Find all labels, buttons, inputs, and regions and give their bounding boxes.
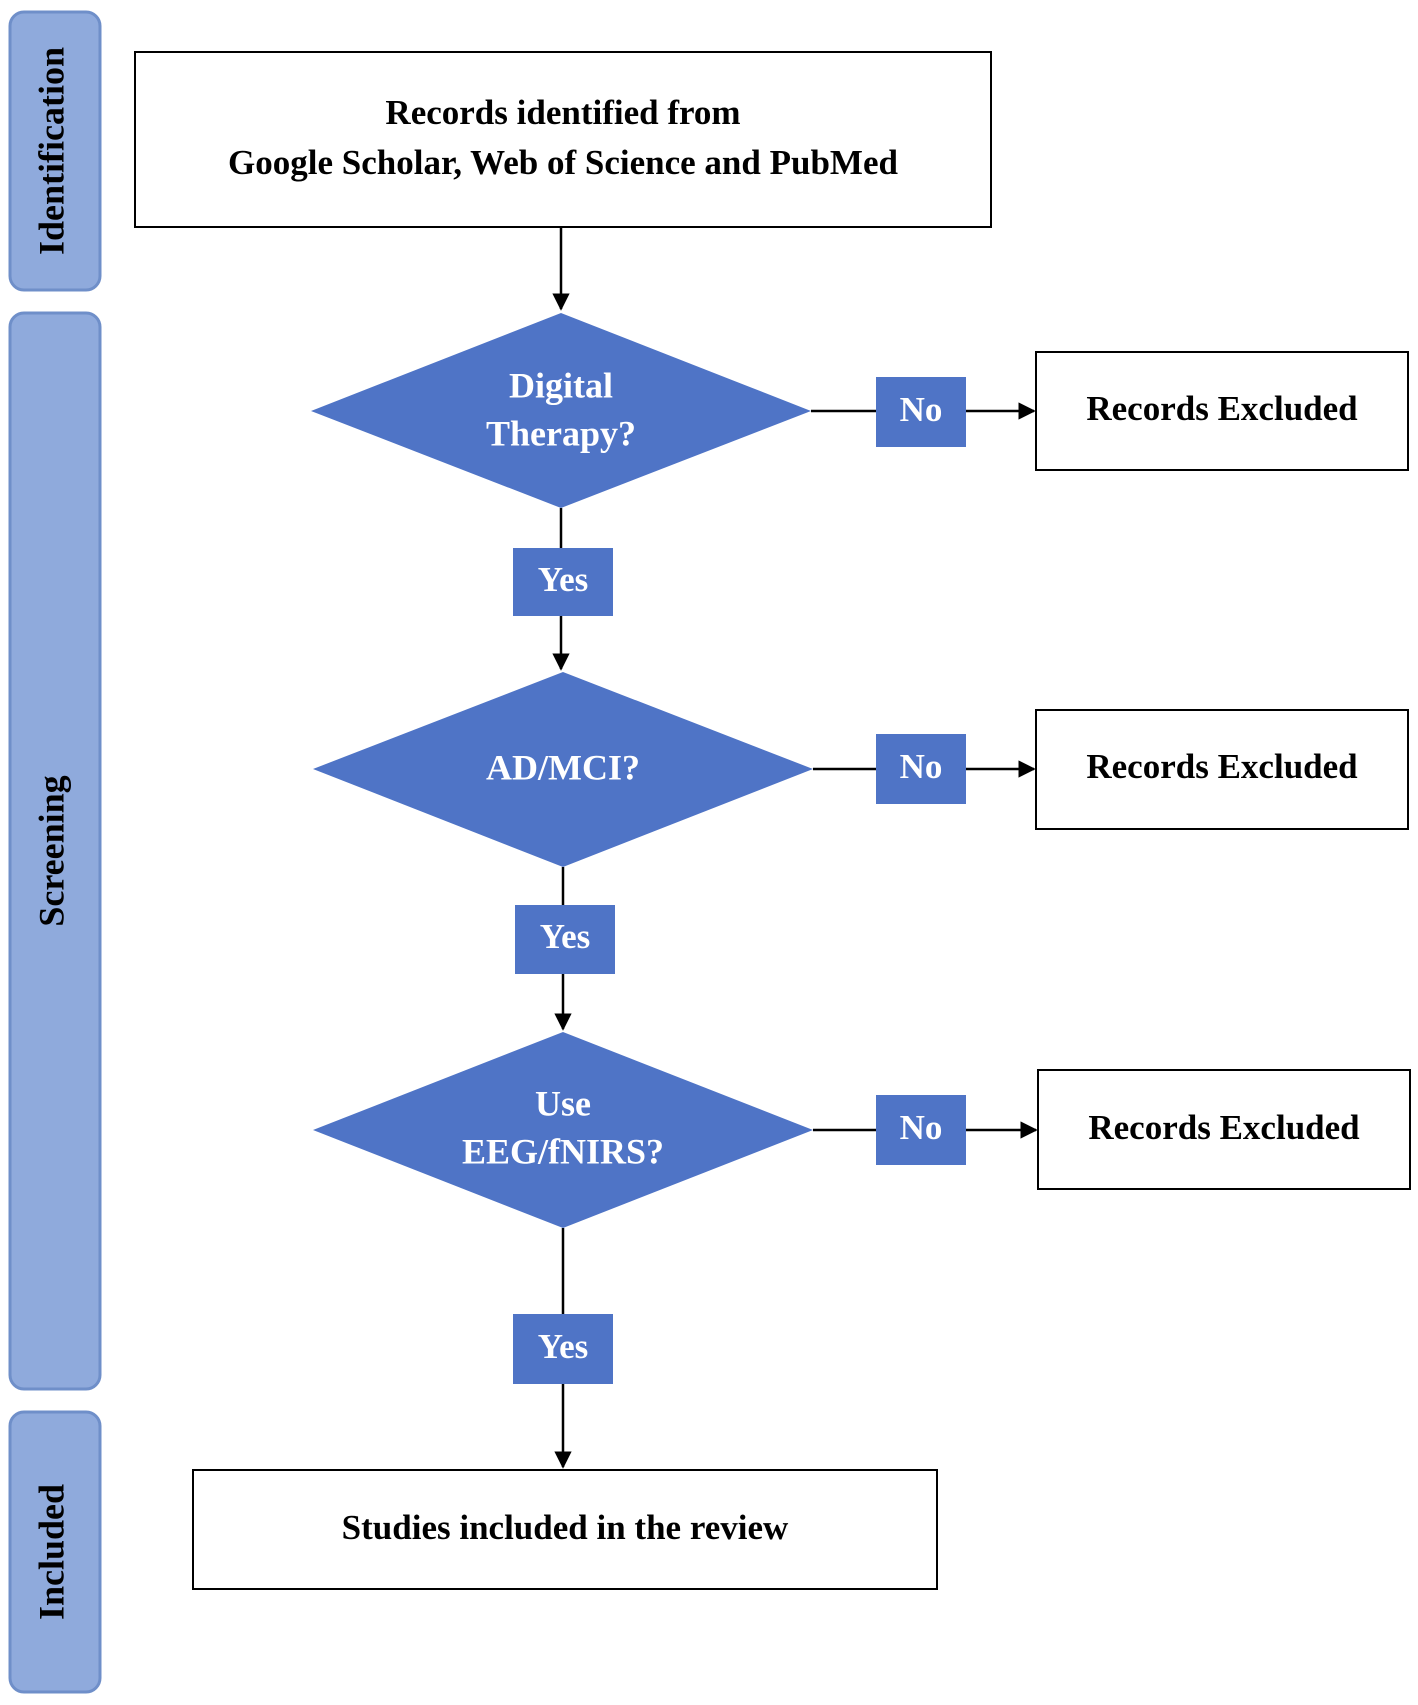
records-excluded-box-3: Records Excluded [1037, 1069, 1411, 1190]
phase-included-label: Included [31, 1484, 71, 1620]
yes-label-3-text: Yes [538, 1327, 589, 1366]
records-excluded-box-2: Records Excluded [1035, 709, 1409, 830]
decision-digital-therapy-line1: Digital [509, 365, 613, 405]
yes-label-2: Yes [515, 905, 615, 974]
decision-use-eeg-fnirs-line2: EEG/fNIRS? [462, 1131, 664, 1171]
phase-screening: Screening [8, 311, 102, 1391]
phase-identification-label: Identification [31, 47, 71, 255]
yes-label-3: Yes [513, 1314, 613, 1384]
no-label-3: No [876, 1095, 966, 1165]
yes-label-1: Yes [513, 548, 613, 616]
no-label-2: No [876, 734, 966, 804]
decision-use-eeg-fnirs: Use EEG/fNIRS? [313, 1032, 813, 1228]
no-label-3-text: No [900, 1108, 943, 1147]
decision-digital-therapy-line2: Therapy? [486, 413, 636, 453]
records-excluded-box-1: Records Excluded [1035, 351, 1409, 471]
records-excluded-box-3-text: Records Excluded [1088, 1108, 1360, 1147]
studies-included-box: Studies included in the review [192, 1469, 938, 1590]
decision-use-eeg-fnirs-line1: Use [535, 1083, 591, 1123]
studies-included-text: Studies included in the review [342, 1508, 789, 1547]
decision-ad-mci: AD/MCI? [313, 672, 813, 867]
phase-identification: Identification [8, 10, 102, 292]
records-identified-box: Records identified from Google Scholar, … [134, 51, 992, 228]
no-label-1-text: No [900, 390, 943, 429]
decision-ad-mci-line1: AD/MCI? [486, 747, 640, 787]
yes-label-2-text: Yes [540, 917, 591, 956]
yes-label-1-text: Yes [538, 560, 589, 599]
phase-screening-label: Screening [31, 775, 71, 926]
connectors [552, 227, 1038, 1469]
records-excluded-box-2-text: Records Excluded [1086, 747, 1358, 786]
no-label-1: No [876, 377, 966, 447]
no-label-2-text: No [900, 747, 943, 786]
records-identified-line2: Google Scholar, Web of Science and PubMe… [228, 143, 898, 182]
records-identified-line1: Records identified from [385, 93, 740, 132]
phase-included: Included [8, 1410, 102, 1694]
decision-digital-therapy: Digital Therapy? [311, 313, 811, 508]
records-excluded-box-1-text: Records Excluded [1086, 389, 1358, 428]
